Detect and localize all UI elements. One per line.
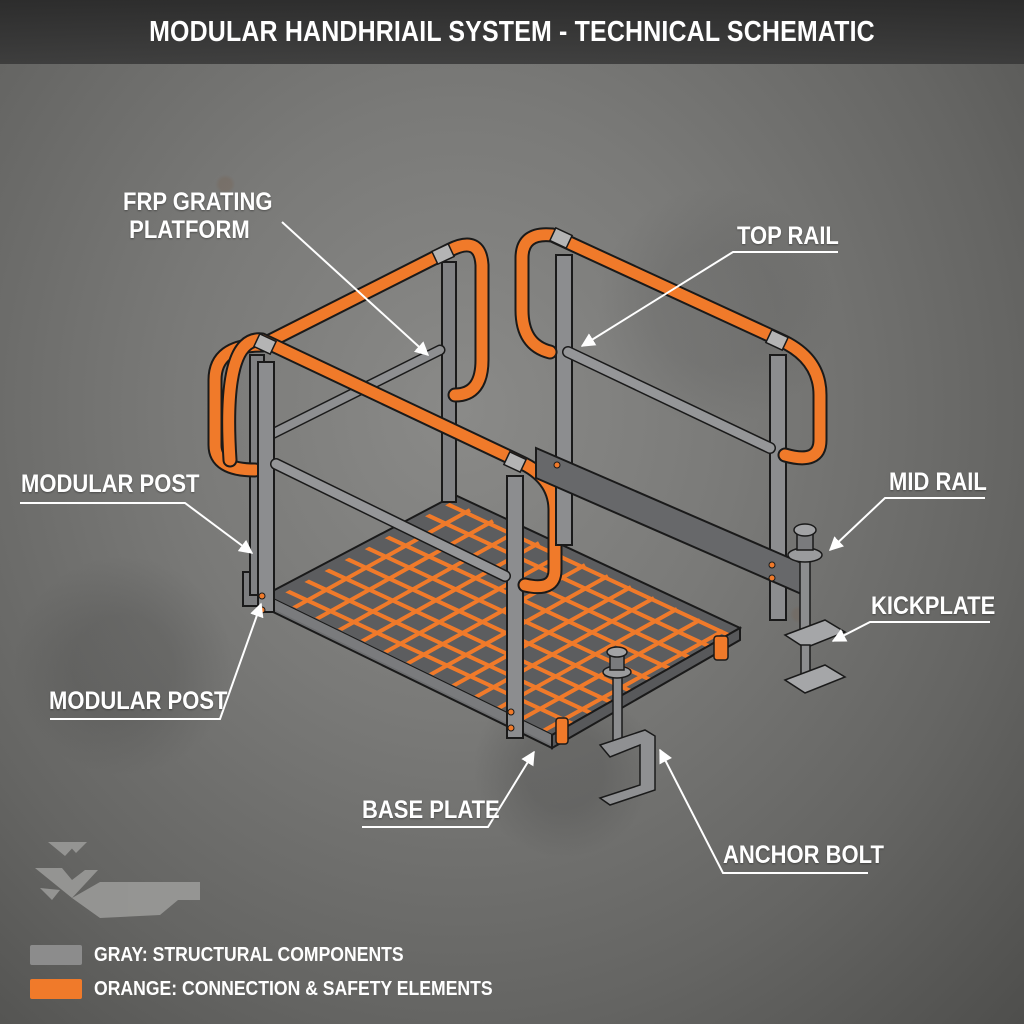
callout-modular-post-lower: MODULAR POST bbox=[49, 687, 228, 715]
callout-modular-post-upper: MODULAR POST bbox=[21, 470, 200, 498]
rail-collar bbox=[430, 242, 456, 266]
callout-frp-grating-platform: FRP GRATING PLATFORM bbox=[123, 188, 273, 244]
callout-base-plate: BASE PLATE bbox=[362, 796, 500, 824]
legend-item-gray: GRAY: STRUCTURAL COMPONENTS bbox=[30, 938, 547, 972]
anchor-bolt-assembly bbox=[598, 646, 656, 806]
left-guardrail bbox=[207, 237, 563, 739]
legend-label: GRAY: STRUCTURAL COMPONENTS bbox=[94, 943, 404, 966]
rail-collar bbox=[764, 328, 790, 352]
color-legend: GRAY: STRUCTURAL COMPONENTS ORANGE: CONN… bbox=[30, 938, 547, 1006]
legend-item-orange: ORANGE: CONNECTION & SAFETY ELEMENTS bbox=[30, 972, 547, 1006]
callout-text: FRP GRATING bbox=[123, 188, 273, 216]
gray-swatch bbox=[30, 945, 82, 965]
title-bar: MODULAR HANDHRIAIL SYSTEM - TECHNICAL SC… bbox=[0, 0, 1024, 64]
callout-lines bbox=[20, 221, 990, 874]
callout-line-kickplate bbox=[831, 621, 990, 642]
right-guardrail bbox=[514, 226, 828, 621]
legend-label: ORANGE: CONNECTION & SAFETY ELEMENTS bbox=[94, 977, 493, 1000]
post-anchor-assembly bbox=[783, 523, 847, 694]
callout-line-modular-post-lower bbox=[50, 602, 264, 720]
orange-swatch bbox=[30, 979, 82, 999]
rail-collar bbox=[252, 332, 278, 356]
callout-anchor-bolt: ANCHOR BOLT bbox=[723, 841, 884, 869]
page-title: MODULAR HANDHRIAIL SYSTEM - TECHNICAL SC… bbox=[149, 15, 875, 48]
rail-collar bbox=[502, 450, 528, 474]
rail-collar bbox=[548, 226, 574, 250]
callout-line-modular-post-upper bbox=[20, 502, 254, 554]
callout-line-top-rail bbox=[580, 251, 838, 347]
callout-line-mid-rail bbox=[828, 497, 985, 551]
callout-line-base-plate bbox=[362, 750, 535, 828]
callout-kickplate: KICKPLATE bbox=[871, 592, 996, 620]
platform-clamp bbox=[713, 635, 729, 661]
callout-line-anchor-bolt bbox=[659, 748, 868, 874]
platform-clamp bbox=[555, 717, 569, 745]
callout-top-rail: TOP RAIL bbox=[737, 222, 839, 250]
callout-line-frp-grating bbox=[281, 221, 430, 356]
callout-mid-rail: MID RAIL bbox=[889, 468, 987, 496]
chevron-logo-icon bbox=[35, 842, 200, 918]
callout-text: PLATFORM bbox=[129, 216, 250, 244]
